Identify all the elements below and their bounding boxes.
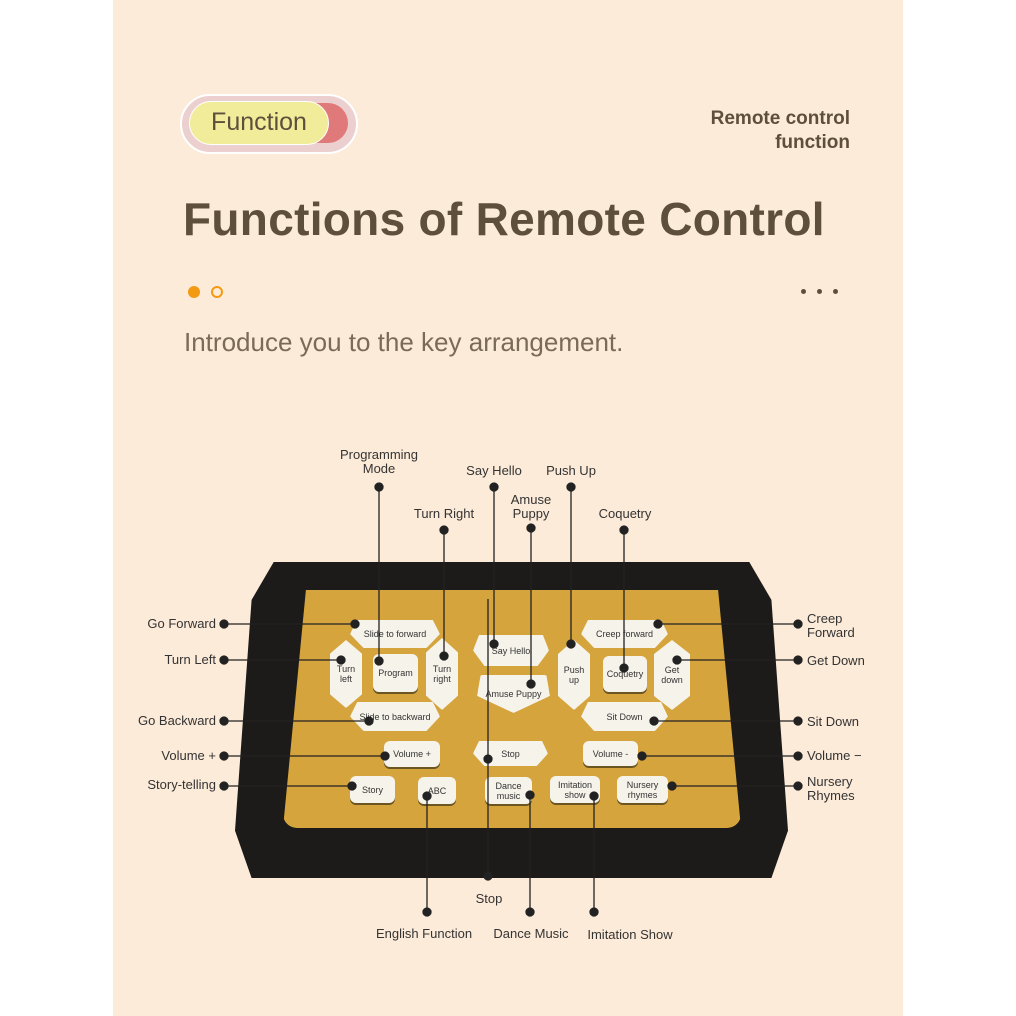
turn-left-button[interactable]: Turn left	[330, 640, 362, 708]
slide-forward-button[interactable]: Slide to forward	[350, 620, 440, 648]
get-down-button[interactable]: Get down	[654, 640, 690, 710]
callout-sit-down: Sit Down	[807, 714, 860, 729]
callout-amuse-puppy: Amuse Puppy	[510, 492, 552, 521]
intro-text: Introduce you to the key arrangement.	[184, 327, 624, 357]
callout-stop: Stop	[475, 891, 503, 906]
subtitle-line: function	[775, 132, 850, 153]
push-up-button[interactable]: Push up	[558, 640, 590, 710]
more-dots-icon	[833, 289, 838, 294]
callout-get-down: Get Down	[807, 653, 865, 668]
story-button[interactable]: Story	[350, 776, 395, 803]
callout-programming-mode: Programming Mode	[339, 447, 419, 476]
callout-push-up: Push Up	[546, 463, 596, 478]
callout-coquetry: Coquetry	[598, 506, 652, 521]
callout-dance-music: Dance Music	[493, 926, 569, 941]
turn-right-button[interactable]: Turn right	[426, 638, 458, 710]
volume-up-button[interactable]: Volume +	[384, 741, 440, 767]
abc-button[interactable]: ABC	[418, 777, 456, 804]
callout-go-backward: Go Backward	[137, 713, 216, 728]
callout-english-function: English Function	[375, 926, 473, 941]
callout-volume-down: Volume −	[807, 748, 862, 763]
function-badge: Function	[189, 101, 329, 145]
more-dots-icon	[801, 289, 806, 294]
coquetry-button[interactable]: Coquetry	[603, 656, 647, 692]
program-button[interactable]: Program	[373, 654, 418, 692]
callout-imitation-show: Imitation Show	[587, 927, 673, 942]
page-indicator-inactive	[211, 286, 223, 298]
callout-nursery-rhymes: Nursery Rhymes	[807, 774, 855, 803]
callout-turn-left: Turn Left	[164, 652, 216, 667]
nursery-rhymes-button[interactable]: Nursery rhymes	[617, 776, 668, 803]
callout-leaders	[224, 487, 798, 912]
slide-backward-button[interactable]: Slide to backward	[350, 702, 440, 731]
dance-music-button[interactable]: Dance music	[485, 777, 532, 804]
page-title: Functions of Remote Control	[183, 193, 825, 245]
page-indicator-active	[188, 286, 200, 298]
section-subtitle: Remote control function	[650, 107, 850, 155]
callout-turn-right: Turn Right	[413, 506, 475, 521]
subtitle-line: Remote control	[710, 108, 850, 129]
say-hello-button[interactable]: Say Hello	[473, 635, 549, 666]
volume-down-button[interactable]: Volume -	[583, 741, 638, 766]
callout-dots	[219, 482, 803, 917]
more-dots-icon	[817, 289, 822, 294]
callout-story-telling: Story-telling	[147, 777, 216, 792]
callout-creep-forward: Creep Forward	[807, 611, 855, 640]
callout-volume-up: Volume +	[161, 748, 216, 763]
callout-say-hello: Say Hello	[466, 463, 522, 478]
callout-go-forward: Go Forward	[147, 616, 216, 631]
